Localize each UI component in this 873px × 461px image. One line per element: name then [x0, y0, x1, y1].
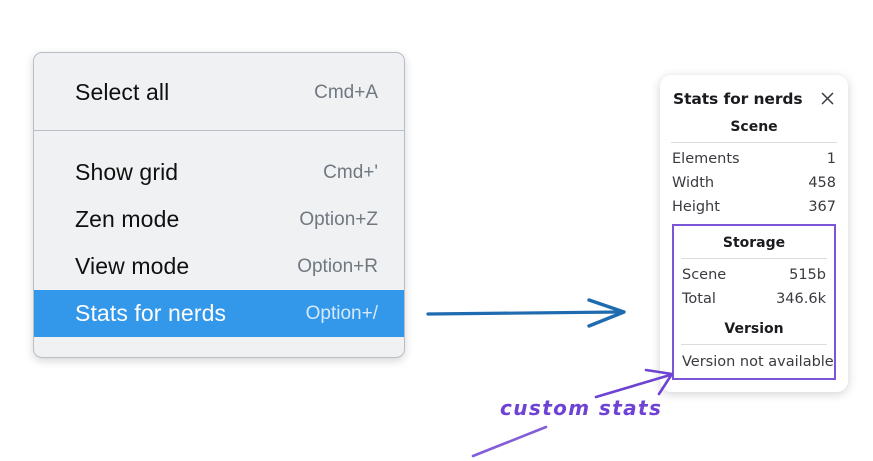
stats-row-key: Width [672, 174, 715, 191]
menu-item-zen-mode[interactable]: Zen mode Option+Z [34, 196, 404, 243]
stats-row-elements: Elements 1 [670, 147, 838, 171]
menu-section-main: Show grid Cmd+' Zen mode Option+Z View m… [34, 131, 404, 357]
version-section-heading: Version [724, 320, 784, 337]
divider [681, 343, 827, 345]
stats-row-value: 346.6k [776, 291, 826, 308]
menu-item-shortcut: Option+/ [305, 302, 378, 324]
menu-item-label: Select all [75, 79, 170, 105]
menu-item-view-mode[interactable]: View mode Option+R [34, 243, 404, 290]
menu-item-show-grid[interactable]: Show grid Cmd+' [34, 149, 404, 196]
menu-section-top: Select all Cmd+A [34, 53, 404, 130]
stats-panel-header: Stats for nerds [660, 85, 848, 110]
storage-section-heading: Storage [722, 235, 786, 252]
custom-stats-highlight-box: Storage Scene 515b Total 346.6k Version … [672, 224, 836, 380]
menu-item-label: View mode [75, 253, 190, 279]
divider [681, 258, 827, 260]
stats-row-storage-scene: Scene 515b [680, 263, 828, 287]
stats-row-width: Width 458 [670, 171, 838, 195]
menu-item-label: Show grid [75, 159, 179, 185]
menu-item-select-all[interactable]: Select all Cmd+A [34, 69, 404, 116]
menu-item-stats-for-nerds[interactable]: Stats for nerds Option+/ [34, 290, 404, 337]
menu-separator [34, 130, 404, 131]
stats-row-value: 458 [808, 174, 836, 191]
divider [671, 142, 837, 143]
stats-row-storage-total: Total 346.6k [680, 288, 828, 312]
purple-underline-stroke [471, 425, 548, 458]
stats-panel-title: Stats for nerds [673, 89, 803, 108]
menu-item-shortcut: Option+Z [299, 208, 378, 230]
stats-row-value: 367 [808, 199, 836, 216]
stats-row-key: Total [682, 291, 716, 308]
stats-row-value: 1 [826, 150, 836, 167]
version-not-available-text: Version not available [682, 353, 834, 370]
menu-item-label: Zen mode [75, 206, 180, 232]
context-menu[interactable]: Select all Cmd+A Show grid Cmd+' Zen mod… [33, 52, 405, 358]
stats-row-key: Scene [682, 266, 727, 283]
menu-item-label: Stats for nerds [75, 300, 227, 326]
scene-section-heading: Scene [730, 119, 778, 135]
close-icon[interactable] [818, 89, 837, 108]
stats-row-key: Elements [672, 150, 740, 167]
stats-row-value: 515b [789, 266, 826, 283]
stats-panel-body: Scene Elements 1 Width 458 Height 367 St… [660, 110, 848, 380]
stats-row-key: Height [672, 199, 720, 216]
menu-item-shortcut: Cmd+' [323, 161, 378, 183]
handwritten-annotation-label: custom stats [500, 396, 663, 420]
stats-row-height: Height 367 [670, 196, 838, 220]
blue-arrow-icon [426, 298, 626, 328]
stats-for-nerds-panel: Stats for nerds Scene Elements 1 Width 4… [660, 75, 848, 392]
menu-item-shortcut: Cmd+A [314, 81, 378, 103]
menu-item-shortcut: Option+R [297, 255, 378, 277]
